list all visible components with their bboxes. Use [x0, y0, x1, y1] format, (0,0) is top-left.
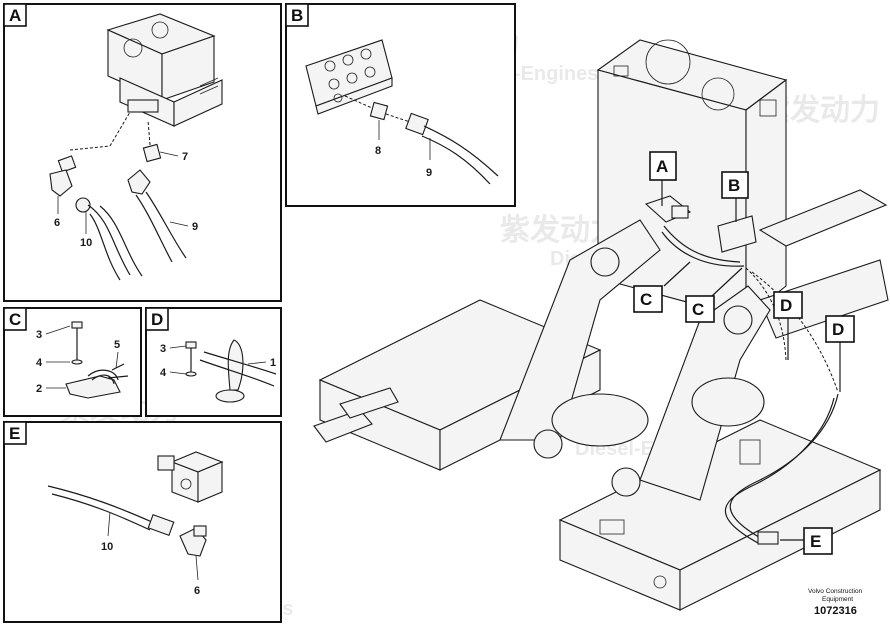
- panel-c-label: C: [9, 310, 21, 329]
- main-tag-a: A: [649, 151, 677, 206]
- panel-d-label: D: [151, 310, 163, 329]
- panel-a-label: A: [9, 6, 21, 25]
- fitting-8: [369, 101, 389, 121]
- callout-5: 5: [114, 339, 120, 351]
- callout-2: 2: [36, 383, 42, 395]
- figure-number: 1072316: [814, 605, 857, 617]
- panel-e: E 10 6: [3, 421, 282, 623]
- main-tag-c-1: C: [633, 261, 691, 313]
- nipple-fitting-7: [142, 143, 162, 163]
- main-tag-e: E: [780, 527, 833, 555]
- callout-10: 10: [80, 237, 92, 249]
- panel-b-label: B: [291, 6, 303, 25]
- solenoid-block: [157, 451, 224, 503]
- callout-4: 4: [36, 357, 43, 369]
- panel-a: A: [3, 3, 282, 302]
- footer-company: Volvo Construction: [808, 588, 863, 595]
- callout-9: 9: [192, 221, 198, 233]
- svg-text:D: D: [780, 296, 792, 315]
- main-tag-d-1: D: [773, 291, 803, 360]
- svg-text:C: C: [640, 290, 652, 309]
- callout-9: 9: [426, 167, 432, 179]
- callout-8: 8: [375, 145, 381, 157]
- hose-9: [135, 191, 187, 263]
- svg-text:C: C: [692, 300, 704, 319]
- elbow-fitting-right: [127, 169, 151, 195]
- panel-b: B 8 9: [285, 3, 516, 207]
- footer-credit: Volvo Construction Equipment 1072316: [808, 588, 863, 617]
- svg-text:A: A: [656, 157, 668, 176]
- cable-tie-assembly: [185, 339, 277, 403]
- callout-3: 3: [36, 329, 42, 341]
- elbow-fitting-6-panel-e: [179, 525, 207, 557]
- main-tag-c-2: C: [685, 267, 743, 323]
- callout-6: 6: [54, 217, 60, 229]
- callout-3: 3: [160, 343, 166, 355]
- hose-9-panel-b: [405, 112, 499, 185]
- panel-d: D 3 4 1: [145, 307, 282, 417]
- svg-text:D: D: [832, 320, 844, 339]
- callout-6: 6: [194, 585, 200, 597]
- hose-10-panel-e: [47, 485, 175, 537]
- callout-1: 1: [270, 357, 276, 369]
- panel-c: C 3 4 2 5: [3, 307, 142, 417]
- hose-10: [75, 197, 143, 281]
- callout-10: 10: [101, 541, 113, 553]
- clamp-assembly: [65, 321, 129, 399]
- callout-7: 7: [182, 151, 188, 163]
- connector-plate: [305, 39, 393, 115]
- svg-text:B: B: [728, 176, 740, 195]
- main-tag-d-2: D: [825, 315, 855, 392]
- footer-line2: Equipment: [822, 596, 853, 603]
- main-tag-b: B: [721, 171, 749, 222]
- callout-4: 4: [160, 367, 167, 379]
- elbow-fitting-6: [49, 155, 77, 197]
- panel-e-label: E: [9, 424, 20, 443]
- valve-block-illustration: [106, 13, 223, 127]
- svg-text:E: E: [810, 532, 821, 551]
